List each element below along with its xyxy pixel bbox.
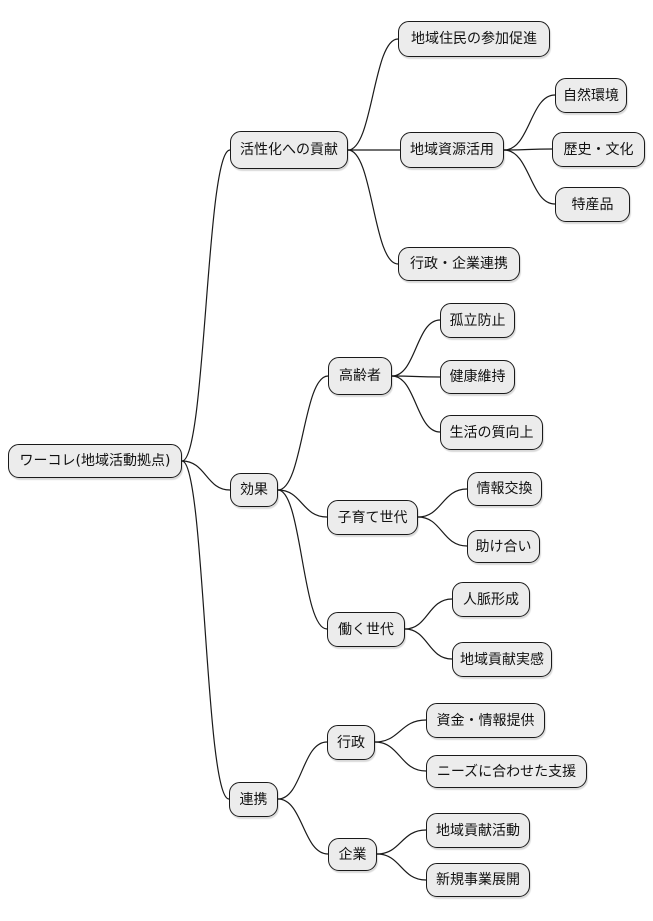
- node-elderly: 高齢者: [328, 357, 392, 395]
- connector-business-contribution: [376, 829, 427, 855]
- node-networking: 人脈形成: [452, 582, 530, 617]
- node-collaboration: 連携: [229, 782, 278, 817]
- node-community-contribution-activity: 地域貢献活動: [426, 813, 530, 848]
- connector-contribution-participation: [347, 38, 399, 151]
- node-local-specialty: 特産品: [555, 187, 630, 222]
- connector-parenting-mutualhelp: [417, 516, 468, 547]
- node-contribution-to-revitalization: 活性化への貢献: [230, 131, 348, 169]
- connector-resources-history: [503, 148, 553, 151]
- node-root: ワーコレ(地域活動拠点): [8, 444, 182, 478]
- connector-effects-parenting: [277, 489, 328, 518]
- node-new-business-development: 新規事業展開: [426, 863, 530, 897]
- node-parenting-generation: 子育て世代: [327, 500, 418, 535]
- connector-contribution-govbiz: [347, 149, 399, 265]
- connector-working-feel: [404, 628, 453, 660]
- node-local-resource-use: 地域資源活用: [400, 132, 504, 168]
- connector-elderly-isolation: [391, 319, 441, 377]
- node-government: 行政: [327, 725, 375, 760]
- connector-effects-elderly: [277, 375, 329, 491]
- node-resident-participation: 地域住民の参加促進: [398, 21, 550, 57]
- node-community-contribution-feeling: 地域貢献実感: [452, 642, 552, 677]
- connector-root-contribution: [181, 149, 231, 462]
- connector-government-funding: [374, 719, 427, 743]
- node-effects: 効果: [230, 473, 278, 507]
- node-history-culture: 歴史・文化: [552, 132, 645, 167]
- node-mutual-help: 助け合い: [467, 530, 540, 563]
- connector-parenting-info: [417, 488, 468, 518]
- node-working-generation: 働く世代: [327, 612, 405, 647]
- connector-government-needs: [374, 741, 427, 772]
- connector-root-effects: [181, 460, 231, 491]
- connector-collab-business: [277, 798, 329, 855]
- connector-collab-government: [277, 741, 328, 800]
- connector-root-collaboration: [181, 460, 230, 800]
- node-isolation-prevention: 孤立防止: [440, 303, 515, 338]
- node-funding-information: 資金・情報提供: [426, 703, 545, 738]
- node-gov-business-partnership: 行政・企業連携: [398, 247, 520, 281]
- node-quality-of-life: 生活の質向上: [440, 415, 543, 450]
- connector-business-newbiz: [376, 853, 427, 881]
- node-business: 企業: [328, 838, 377, 871]
- node-needs-based-support: ニーズに合わせた支援: [426, 755, 587, 788]
- connector-effects-working: [277, 489, 328, 630]
- connector-elderly-quality: [391, 375, 441, 433]
- node-health-maintenance: 健康維持: [440, 360, 515, 394]
- node-natural-environment: 自然環境: [555, 78, 627, 113]
- node-information-exchange: 情報交換: [467, 472, 542, 506]
- connector-resources-specialty: [503, 149, 556, 205]
- connector-working-network: [404, 598, 453, 630]
- connector-elderly-health: [391, 375, 441, 378]
- connector-resources-nature: [503, 94, 556, 151]
